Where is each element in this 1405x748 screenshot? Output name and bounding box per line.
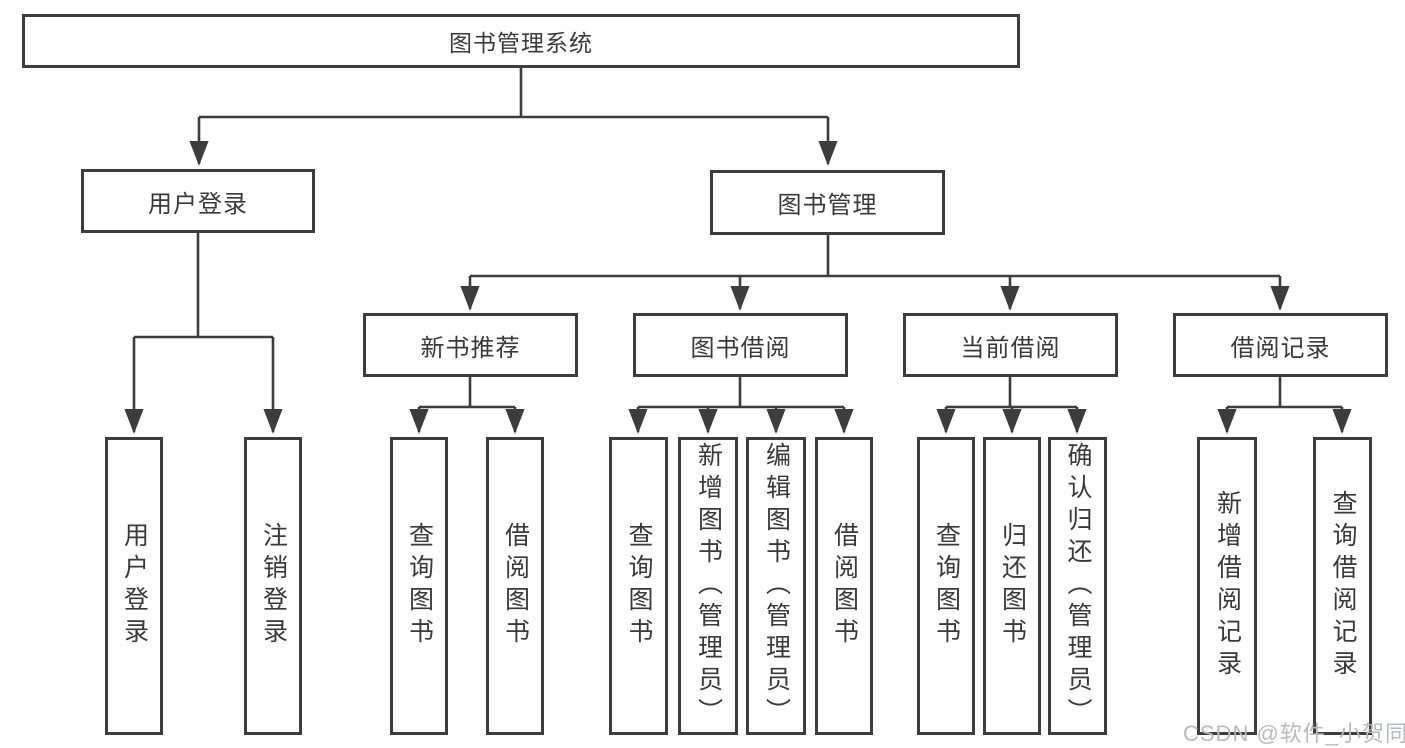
leaf-return-book: 归还图书 xyxy=(983,437,1041,735)
node-label: 图书管理 xyxy=(777,192,878,219)
node-user-login: 用户登录 xyxy=(81,169,315,233)
node-label: 借阅记录 xyxy=(1230,334,1331,362)
leaf-label: 查询图书 xyxy=(625,522,653,650)
node-label: 当前借阅 xyxy=(960,334,1061,362)
leaf-add-borrow-record: 新增借阅记录 xyxy=(1197,437,1257,735)
leaf-label: 确认归还（管理员） xyxy=(1064,442,1092,730)
leaf-logout: 注销登录 xyxy=(244,437,302,735)
leaf-query-books-2: 查询图书 xyxy=(609,437,668,735)
leaf-label: 新增图书（管理员） xyxy=(694,442,723,730)
leaf-add-book-admin: 新增图书（管理员） xyxy=(678,437,738,735)
leaf-label: 查询借阅记录 xyxy=(1329,490,1357,682)
node-system-root: 图书管理系统 xyxy=(22,14,1020,68)
leaf-label: 查询图书 xyxy=(405,522,434,650)
node-current-borrow: 当前借阅 xyxy=(903,313,1118,377)
leaf-label: 新增借阅记录 xyxy=(1213,490,1242,682)
node-label: 图书管理系统 xyxy=(449,30,593,56)
node-label: 图书借阅 xyxy=(690,334,791,362)
leaf-label: 注销登录 xyxy=(259,522,288,650)
leaf-borrow-books-1: 借阅图书 xyxy=(486,437,544,735)
leaf-user-login: 用户登录 xyxy=(105,437,163,735)
leaf-label: 编辑图书（管理员） xyxy=(762,442,791,730)
leaf-confirm-return-admin: 确认归还（管理员） xyxy=(1048,437,1107,735)
node-label: 用户登录 xyxy=(148,190,248,218)
node-borrow-records: 借阅记录 xyxy=(1173,313,1388,377)
leaf-label: 归还图书 xyxy=(998,522,1027,650)
node-book-borrow: 图书借阅 xyxy=(633,313,848,377)
leaf-label: 查询图书 xyxy=(932,522,961,650)
node-label: 新书推荐 xyxy=(420,334,521,362)
leaf-query-books-3: 查询图书 xyxy=(917,437,975,735)
leaf-label: 借阅图书 xyxy=(830,522,859,650)
leaf-label: 借阅图书 xyxy=(501,522,530,650)
leaf-borrow-books-2: 借阅图书 xyxy=(815,437,873,735)
leaf-label: 用户登录 xyxy=(120,522,149,650)
leaf-query-borrow-record: 查询借阅记录 xyxy=(1313,437,1372,735)
leaf-edit-book-admin: 编辑图书（管理员） xyxy=(746,437,806,735)
csdn-watermark: CSDN @软件_小贺同学 xyxy=(1183,721,1405,746)
leaf-query-books-1: 查询图书 xyxy=(390,437,448,735)
node-book-management: 图书管理 xyxy=(710,170,945,235)
node-new-book-recommend: 新书推荐 xyxy=(363,313,578,377)
